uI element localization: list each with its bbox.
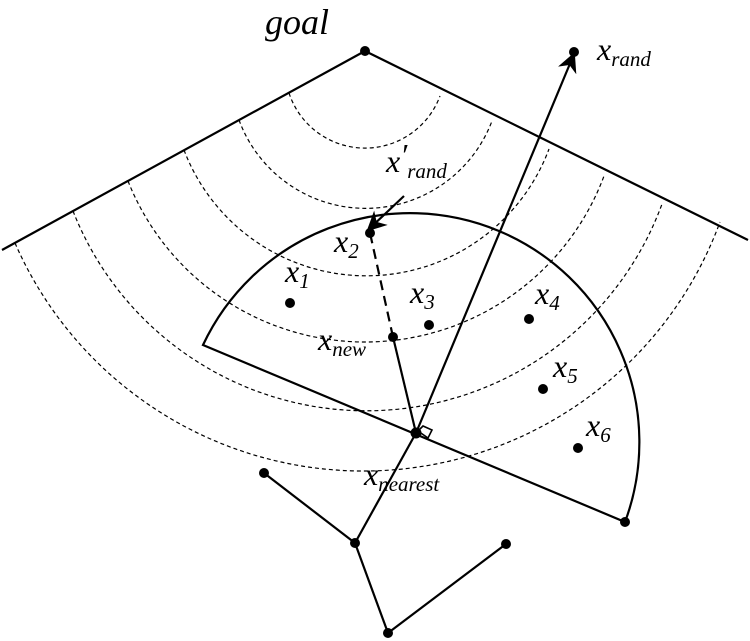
x-nearest-point [410, 427, 422, 439]
x6-label: x6 [585, 407, 611, 447]
x6-point [573, 443, 583, 453]
distance-arc-4 [127, 175, 605, 343]
x3-label: x3 [409, 274, 435, 314]
x-rand-label: xrand [596, 31, 651, 71]
rrt-tree [263, 432, 507, 634]
rand-direction-arrow [414, 52, 577, 434]
tree-edge [387, 543, 507, 634]
goal-distance-arcs [14, 92, 721, 472]
goal-boundary-right [364, 50, 749, 241]
tree-node [383, 628, 393, 638]
tree-edge [354, 432, 417, 544]
x-new-label: xnew [317, 321, 366, 361]
x-new-point [388, 332, 398, 342]
tree-node [501, 539, 511, 549]
distance-arc-3 [183, 148, 550, 277]
distance-arc-5 [72, 203, 663, 412]
goal-boundary-left [1, 50, 366, 251]
x-rand-prime-point [365, 228, 375, 238]
new-node-edge [391, 336, 418, 434]
half-disc-corner-point [620, 517, 630, 527]
projection-dashed-line [368, 232, 395, 338]
x1-point [285, 298, 295, 308]
nodes [259, 46, 630, 638]
x-rand-prime-label: x′rand [385, 137, 447, 183]
sampling-half-disc [201, 212, 641, 524]
x1-label: x1 [284, 253, 310, 293]
right-angle-marker [416, 425, 434, 440]
tree-node [350, 538, 360, 548]
tree-edge [353, 542, 390, 634]
x4-point [524, 314, 534, 324]
goal-region-boundary [1, 50, 749, 251]
tree-edge [263, 472, 356, 544]
distance-arc-2 [238, 119, 493, 209]
tree-node [259, 468, 269, 478]
x5-label: x5 [552, 348, 578, 388]
goal-label: goal [265, 2, 329, 42]
distance-arc-1 [288, 92, 441, 149]
rand-prime-pointer-arrow [366, 195, 405, 232]
x3-point [424, 320, 434, 330]
x2-label: x2 [333, 223, 359, 263]
goal-point [360, 46, 370, 56]
x5-point [538, 384, 548, 394]
x4-label: x4 [534, 275, 560, 315]
x-nearest-label: xnearest [363, 456, 440, 496]
distance-arc-6 [14, 221, 721, 472]
x-rand-point [569, 47, 579, 57]
